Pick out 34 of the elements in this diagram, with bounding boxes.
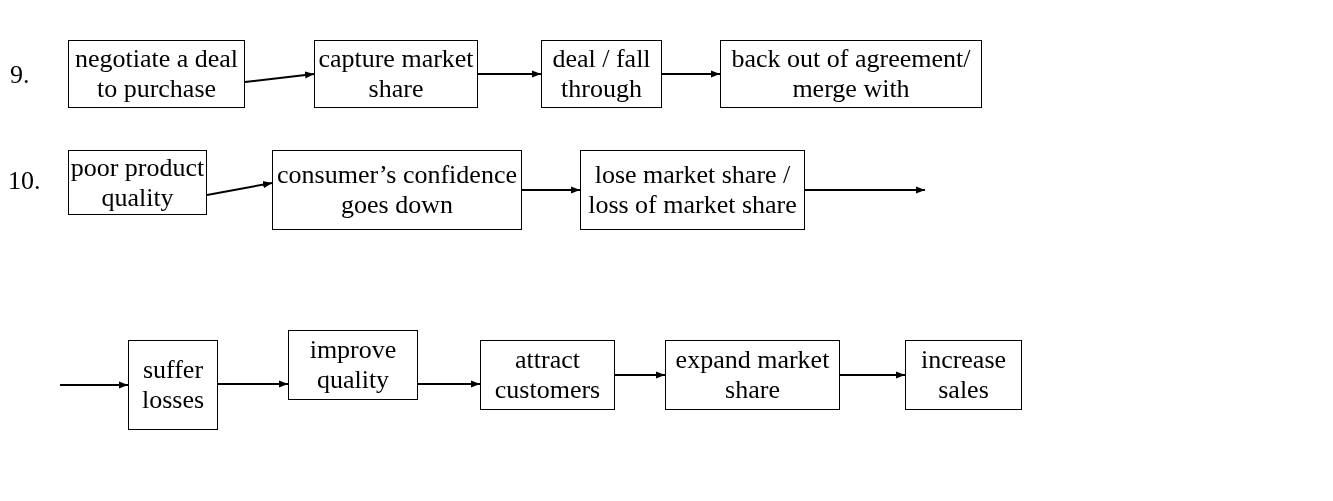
arrow (661, 70, 721, 78)
arrow (521, 186, 581, 194)
process-box (905, 340, 1022, 410)
box-label: consumer’s confidence goes down (276, 160, 518, 220)
arrow (614, 371, 666, 379)
arrow (417, 380, 481, 388)
process-box (580, 150, 805, 230)
box-label: suffer losses (140, 355, 206, 415)
box-label: poor product quality (69, 152, 206, 213)
process-box (665, 340, 840, 410)
box-label: deal / fall through (551, 44, 652, 104)
box-label: lose market share / loss of market share (587, 160, 798, 220)
process-box (541, 40, 662, 108)
arrow (839, 371, 906, 379)
arrow (477, 70, 542, 78)
arrow (59, 381, 129, 389)
process-box (480, 340, 615, 410)
step-number: 10. (8, 166, 41, 196)
box-label: increase sales (919, 345, 1008, 405)
process-box (720, 40, 982, 108)
process-box (288, 330, 418, 400)
box-label: negotiate a deal to purchase (73, 44, 240, 104)
box-label: expand market share (674, 345, 831, 405)
step-number: 9. (10, 60, 30, 90)
process-box (272, 150, 522, 230)
box-label: attract customers (493, 345, 602, 405)
box-label: back out of agreement/ merge with (730, 44, 972, 104)
arrow (206, 181, 273, 196)
arrow (244, 71, 315, 83)
process-box (128, 340, 218, 430)
box-label: capture market share (317, 44, 475, 104)
box-label: improve quality (308, 335, 398, 395)
arrow (804, 186, 926, 194)
arrow (217, 380, 289, 388)
